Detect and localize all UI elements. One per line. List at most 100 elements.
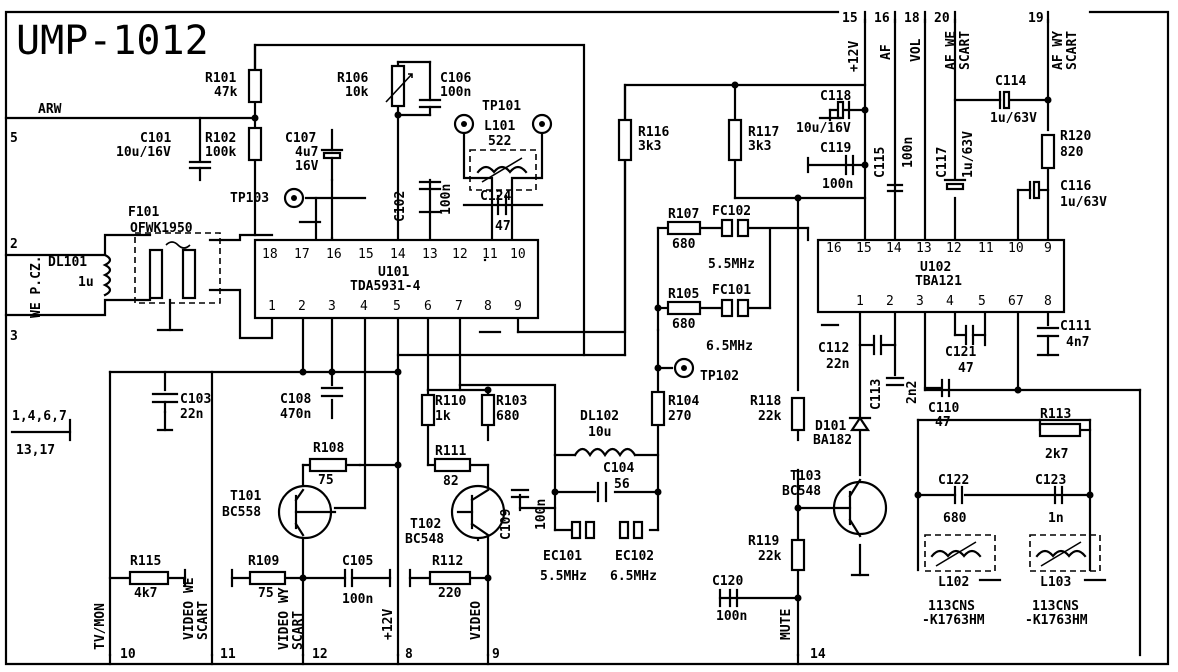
svg-text:3: 3 <box>916 294 924 309</box>
resistor-r117 <box>727 118 743 162</box>
svg-text:4k7: 4k7 <box>134 586 157 601</box>
svg-text:4: 4 <box>946 294 954 309</box>
svg-text:14: 14 <box>390 247 406 262</box>
resistor-r116 <box>617 118 633 162</box>
svg-text:L101: L101 <box>484 119 515 134</box>
svg-text:C122: C122 <box>938 473 969 488</box>
svg-text:D101: D101 <box>815 419 846 434</box>
svg-text:22n: 22n <box>826 357 849 372</box>
inductor-l101 <box>469 149 537 191</box>
svg-text:1u: 1u <box>78 275 94 290</box>
svg-text:TP102: TP102 <box>700 369 739 384</box>
capacitor-c117 <box>943 178 967 191</box>
svg-text:22k: 22k <box>758 549 782 564</box>
resistor-r113 <box>1038 422 1082 438</box>
svg-text:VIDEO WY: VIDEO WY <box>277 587 292 650</box>
resistor-r103 <box>480 393 496 427</box>
resistor-r118 <box>790 396 806 432</box>
resistor-r119 <box>790 538 806 572</box>
svg-text:14: 14 <box>886 241 902 256</box>
capacitor-c121 <box>953 324 987 346</box>
svg-text:R119: R119 <box>748 534 779 549</box>
svg-text:C104: C104 <box>603 461 634 476</box>
svg-text:C119: C119 <box>820 141 851 156</box>
u101-top-pins: 18 17 16 15 14 13 12 11 10 <box>262 247 526 262</box>
svg-text:6.5MHz: 6.5MHz <box>706 339 753 354</box>
svg-text:8: 8 <box>484 299 492 314</box>
svg-text:100n: 100n <box>534 499 549 530</box>
transistors <box>277 478 888 540</box>
svg-text:SCART: SCART <box>196 601 211 640</box>
resistor-r111 <box>433 457 472 473</box>
resistor-r120 <box>1040 133 1056 170</box>
svg-text:2: 2 <box>10 237 18 252</box>
capacitor-c122 <box>953 485 964 505</box>
svg-text:16: 16 <box>326 247 342 262</box>
svg-text:5: 5 <box>393 299 401 314</box>
filter-fc102 <box>720 218 750 238</box>
svg-text:C105: C105 <box>342 554 373 569</box>
connector-ticks <box>108 10 1050 666</box>
svg-text:T103: T103 <box>790 469 821 484</box>
capacitor-c102 <box>418 180 442 191</box>
svg-text:5: 5 <box>10 131 18 146</box>
capacitor-c109 <box>510 488 530 499</box>
svg-text:100n: 100n <box>342 592 373 607</box>
svg-text:C109: C109 <box>499 509 514 540</box>
svg-text:2: 2 <box>298 299 306 314</box>
transistor-t101 <box>277 484 337 540</box>
capacitor-c103 <box>151 392 179 414</box>
transistor-t103 <box>832 478 888 538</box>
left-connector-pins: 5 2 3 <box>10 131 18 344</box>
svg-text:R108: R108 <box>313 441 344 456</box>
svg-text:FC102: FC102 <box>712 204 751 219</box>
svg-text:10u: 10u <box>588 425 611 440</box>
svg-text:75: 75 <box>258 586 274 601</box>
capacitor-c124 <box>496 194 508 216</box>
svg-text:19: 19 <box>1028 11 1044 26</box>
resistor-r108 <box>308 457 348 473</box>
resistor-r112 <box>428 570 472 586</box>
svg-text:12: 12 <box>946 241 962 256</box>
svg-text:R112: R112 <box>432 554 463 569</box>
resistor-r105 <box>666 300 702 316</box>
svg-text:680: 680 <box>672 237 696 252</box>
resistor-r101 <box>247 68 263 104</box>
svg-text:12: 12 <box>452 247 468 262</box>
svg-text:10u/16V: 10u/16V <box>796 121 851 136</box>
svg-text:5: 5 <box>978 294 986 309</box>
svg-text:9: 9 <box>1044 241 1052 256</box>
svg-text:OFWK1950: OFWK1950 <box>130 221 193 236</box>
svg-text:18: 18 <box>904 11 920 26</box>
svg-text:SCART: SCART <box>1065 31 1080 70</box>
svg-text:C110: C110 <box>928 401 959 416</box>
svg-text:820: 820 <box>1060 145 1084 160</box>
svg-text:BC558: BC558 <box>222 505 261 520</box>
svg-text:3: 3 <box>10 329 18 344</box>
svg-text:R104: R104 <box>668 394 699 409</box>
svg-text:R116: R116 <box>638 125 669 140</box>
filters <box>134 218 750 540</box>
svg-text:C123: C123 <box>1035 473 1066 488</box>
svg-text:522: 522 <box>488 134 511 149</box>
svg-text:1n: 1n <box>1048 511 1064 526</box>
svg-text:16: 16 <box>874 11 890 26</box>
svg-text:2n2: 2n2 <box>905 381 920 404</box>
ic-u102: 16 15 14 13 12 11 10 9 U102 TBA121 1 2 3… <box>816 238 1066 314</box>
capacitor-c111 <box>1036 326 1060 357</box>
u102-part: TBA121 <box>915 274 962 289</box>
inductor-l102 <box>924 534 996 572</box>
svg-text:4u7: 4u7 <box>295 145 318 160</box>
inductor-dl101 <box>102 253 112 297</box>
capacitor-c120 <box>728 588 739 608</box>
u101-ref: U101 <box>378 265 409 280</box>
svg-text:113CNS: 113CNS <box>928 599 975 614</box>
svg-text:5.5MHz: 5.5MHz <box>708 257 755 272</box>
svg-text:47: 47 <box>935 415 951 430</box>
svg-text:270: 270 <box>668 409 692 424</box>
svg-text:1u/63V: 1u/63V <box>990 111 1037 126</box>
svg-text:VOL: VOL <box>909 38 924 62</box>
svg-text:BC548: BC548 <box>405 532 444 547</box>
